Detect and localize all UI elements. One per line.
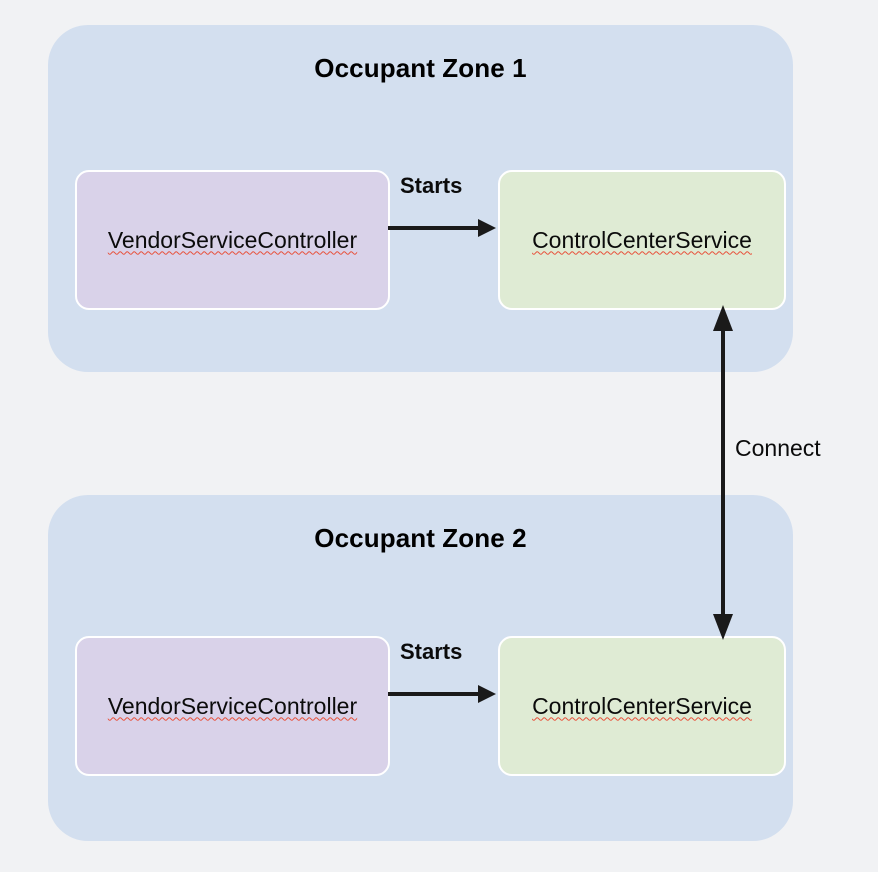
zone-2-vendor-service-controller-label: VendorServiceController (107, 692, 358, 719)
zone-2-starts-edge-label: Starts (400, 639, 463, 664)
zone-1-control-center-service-node[interactable]: ControlCenterService (498, 170, 786, 310)
zone-2-starts-arrow-icon (388, 685, 496, 703)
zone-2-control-center-service-label: ControlCenterService (532, 692, 752, 719)
zone-1-starts-edge-label: Starts (400, 173, 463, 198)
zone-1-starts-arrow-icon (388, 219, 496, 237)
zone-1-control-center-service-label: ControlCenterService (532, 226, 752, 253)
zone-2-control-center-service-node[interactable]: ControlCenterService (498, 636, 786, 776)
connect-edge-label: Connect (735, 435, 821, 461)
zone-1-title: Occupant Zone 1 (314, 53, 527, 83)
zone-1-vendor-service-controller-node[interactable]: VendorServiceController (75, 170, 390, 310)
occupant-zone-2-container: Occupant Zone 2 VendorServiceController … (48, 495, 793, 841)
occupant-zone-1-container: Occupant Zone 1 VendorServiceController … (48, 25, 793, 372)
zone-2-vendor-service-controller-node[interactable]: VendorServiceController (75, 636, 390, 776)
connect-bidirectional-arrow-icon (713, 305, 733, 640)
zone-2-title: Occupant Zone 2 (314, 523, 527, 553)
zone-1-vendor-service-controller-label: VendorServiceController (107, 226, 358, 253)
